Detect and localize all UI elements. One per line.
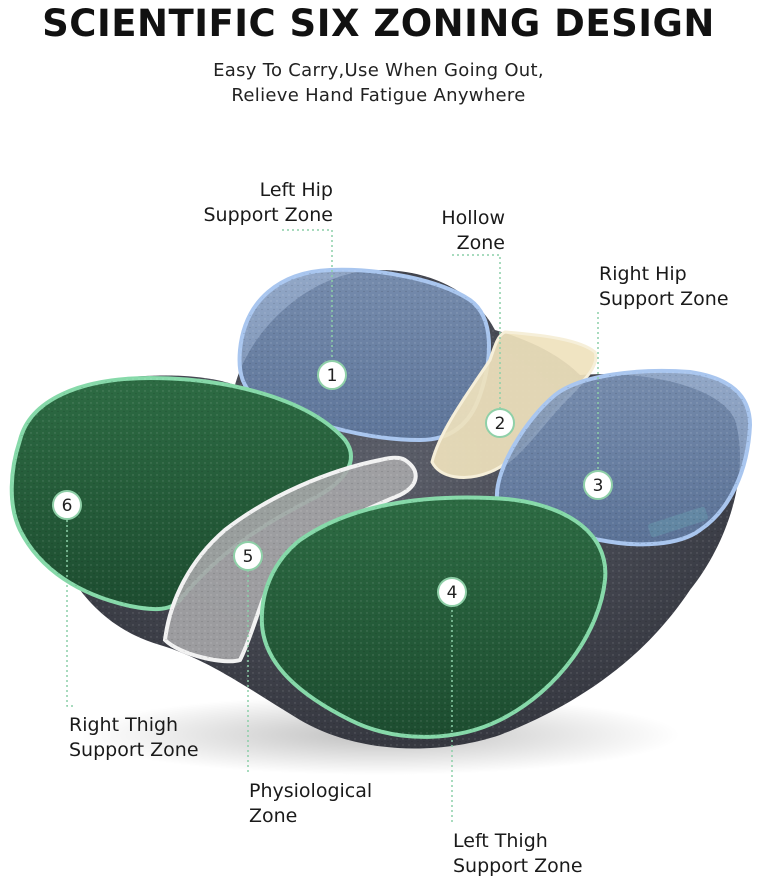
- zone-1-badge: 1: [317, 360, 347, 390]
- zone-6-label-line-2: Support Zone: [69, 739, 199, 761]
- zone-2-label: Hollow Zone: [380, 206, 505, 256]
- zone-1-label-line-2: Support Zone: [203, 204, 333, 226]
- zone-1-number: 1: [327, 366, 338, 386]
- zone-2-number: 2: [495, 414, 506, 434]
- page-title: SCIENTIFIC SIX ZONING DESIGN: [42, 2, 715, 45]
- zone-6-label-line-1: Right Thigh: [69, 714, 179, 736]
- zone-5-badge: 5: [233, 541, 263, 571]
- zone-2-shape: [430, 330, 598, 479]
- zone-3-number: 3: [593, 476, 604, 496]
- zone-6-label: Right Thigh Support Zone: [69, 713, 199, 763]
- zone-5-number: 5: [243, 547, 254, 567]
- zone-6-number: 6: [62, 496, 73, 516]
- zone-6-badge: 6: [52, 490, 82, 520]
- zone-3-label-line-2: Support Zone: [599, 288, 729, 310]
- zone-1-label-line-1: Left Hip: [259, 179, 333, 201]
- zone-5-label: Physiological Zone: [249, 779, 372, 829]
- zone-badges: 1 2 3 4 5 6: [52, 360, 613, 607]
- zone-5-label-line-1: Physiological: [249, 780, 373, 802]
- zone-2-badge: 2: [485, 408, 515, 438]
- zone-3-label-line-1: Right Hip: [599, 263, 687, 285]
- subtitle-line-2: Relieve Hand Fatigue Anywhere: [231, 85, 526, 106]
- subtitle-line-1: Easy To Carry,Use When Going Out,: [213, 60, 544, 81]
- zone-2-label-line-1: Hollow: [441, 207, 505, 229]
- leader-lines: [66, 229, 599, 825]
- zone-4-number: 4: [447, 583, 458, 603]
- zone-2-label-line-2: Zone: [456, 232, 505, 254]
- zone-4-label: Left Thigh Support Zone: [453, 829, 583, 879]
- zone-1-label: Left Hip Support Zone: [150, 178, 333, 228]
- zone-4-badge: 4: [437, 577, 467, 607]
- zone-4-label-line-1: Left Thigh: [453, 830, 548, 852]
- zone-3-badge: 3: [583, 470, 613, 500]
- zone-5-label-line-2: Zone: [249, 805, 298, 827]
- zone-3-label: Right Hip Support Zone: [599, 262, 729, 312]
- zone-4-label-line-2: Support Zone: [453, 855, 583, 877]
